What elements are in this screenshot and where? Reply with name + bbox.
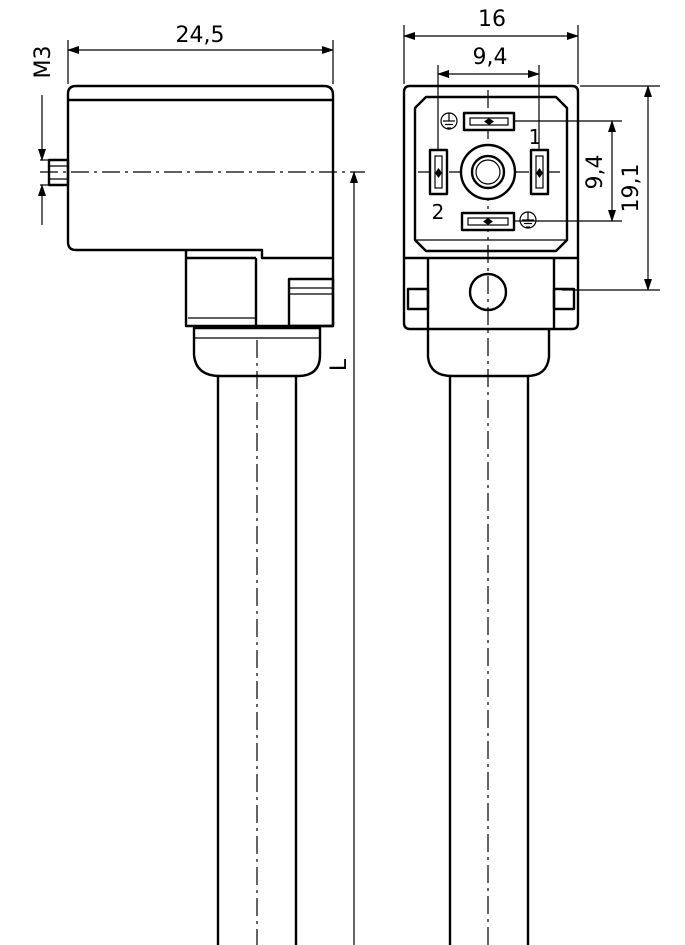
ground-symbol-bottom-icon (519, 211, 537, 229)
dim-pin-spacing-v: 9,4 (583, 155, 608, 190)
pin-2-label: 2 (432, 200, 445, 224)
pin-bottom (460, 211, 516, 232)
side-housing (66, 84, 335, 260)
dim-side-length: 24,5 (176, 23, 225, 48)
dim-pin-spacing-h: 9,4 (473, 45, 508, 70)
pin-1-label: 1 (529, 125, 542, 149)
front-cable-gland (426, 329, 551, 378)
side-view (40, 84, 365, 945)
dim-cable-length: L (327, 358, 352, 371)
front-face (413, 95, 569, 253)
front-view: 1 2 (402, 84, 580, 945)
pin-2-left (428, 148, 449, 196)
ground-symbol-top-icon (440, 112, 458, 130)
front-dimensions: 16 9,4 9,4 19,1 (403, 7, 660, 291)
pin-earth-top (462, 111, 516, 132)
side-dimensions: 24,5 M3 L (31, 23, 358, 945)
dim-front-height: 19,1 (619, 164, 644, 213)
pin-1-right (529, 148, 550, 196)
dim-thread: M3 (31, 46, 56, 79)
front-housing (402, 84, 580, 331)
dim-front-width: 16 (478, 7, 506, 32)
side-cable-gland (192, 326, 322, 378)
